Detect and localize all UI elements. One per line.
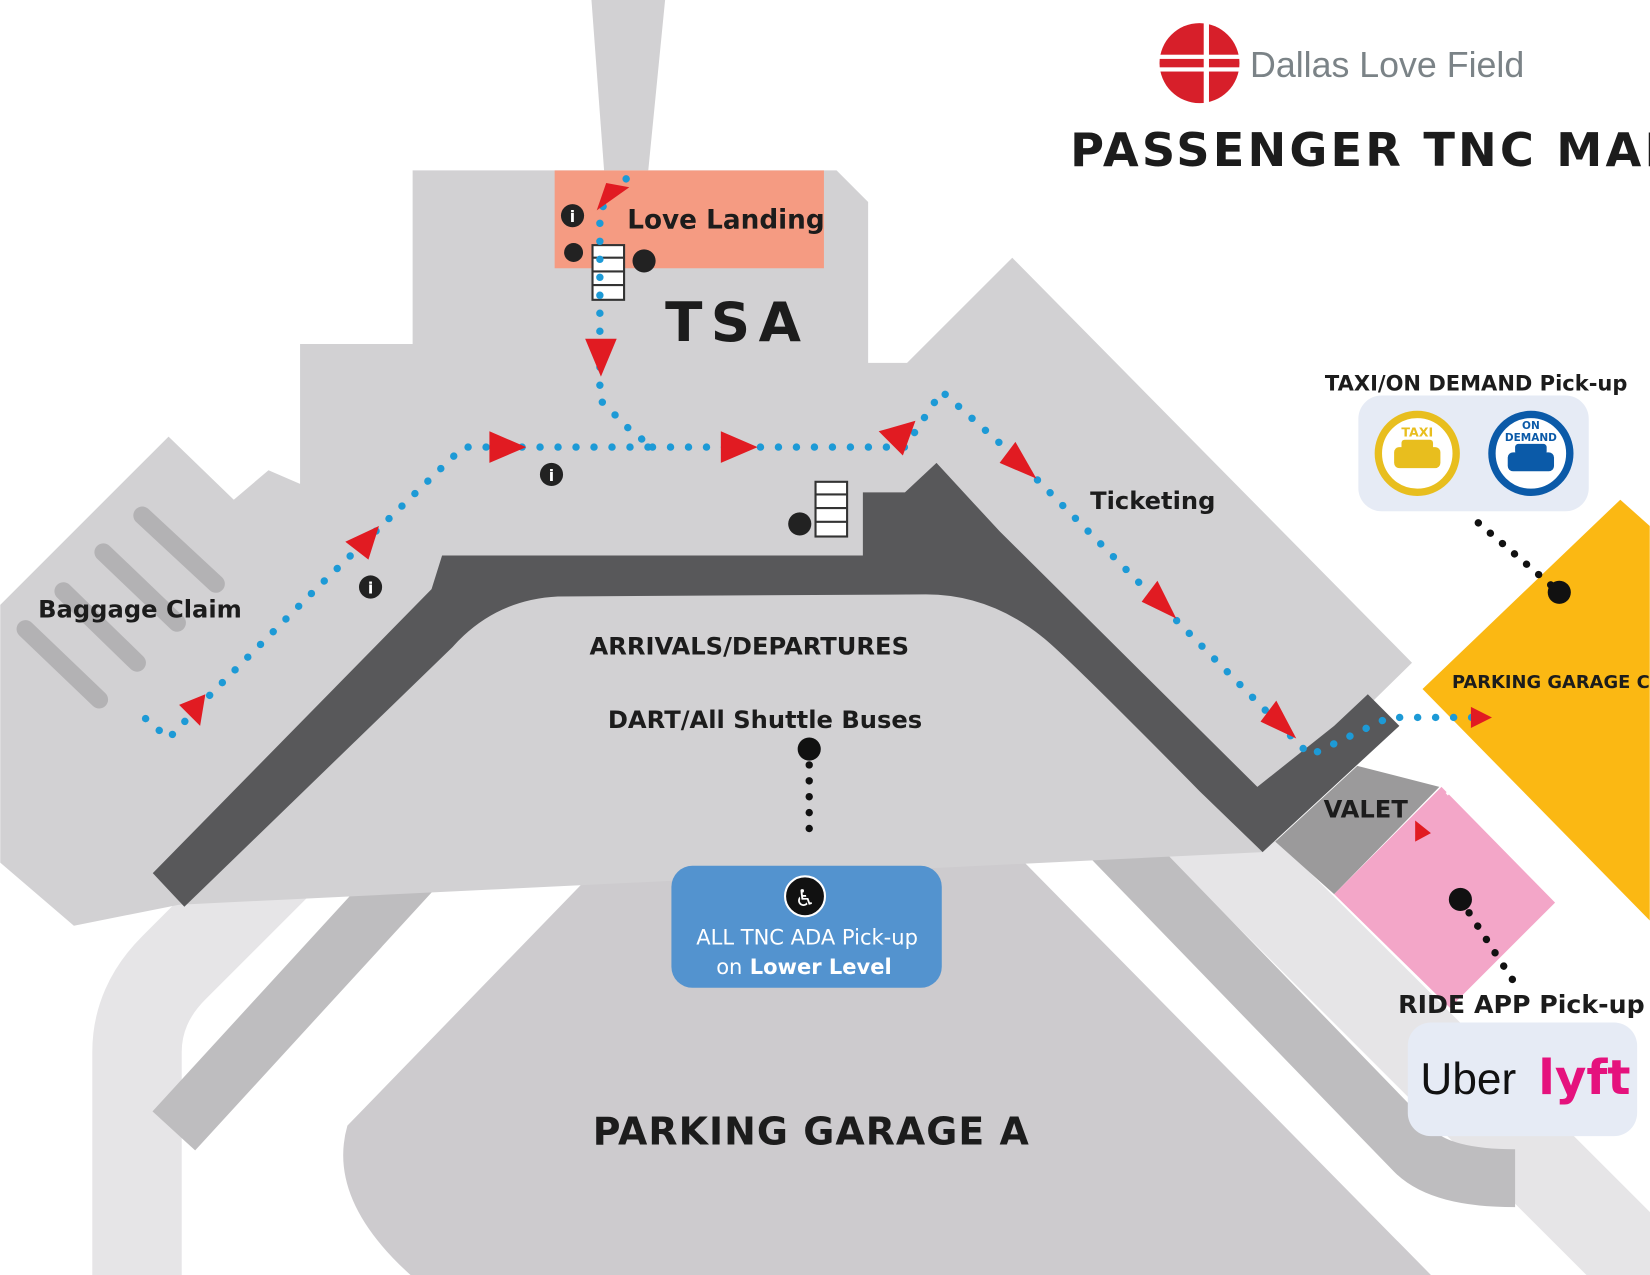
ada-line1: ALL TNC ADA Pick-up bbox=[696, 925, 918, 950]
logo-text: Dallas Love Field bbox=[1250, 45, 1524, 85]
parking-garage-a bbox=[343, 753, 1431, 1275]
escalator-symbol-icon bbox=[788, 512, 812, 536]
dart-stop-marker bbox=[797, 737, 821, 761]
wheelchair-icon bbox=[783, 875, 827, 918]
ride-app-box bbox=[1407, 1022, 1638, 1137]
svg-text:on Lower Level: on Lower Level bbox=[716, 954, 892, 979]
svg-text:DEMAND: DEMAND bbox=[1505, 432, 1557, 444]
svg-text:i: i bbox=[570, 207, 575, 226]
taxi-title: TAXI/ON DEMAND Pick-up bbox=[1325, 370, 1628, 395]
direction-arrows bbox=[179, 183, 1492, 842]
taxi-connector bbox=[1474, 519, 1563, 596]
crosswalk bbox=[1393, 726, 1464, 796]
ride-app-zone bbox=[1334, 786, 1556, 1008]
escalator-symbol-icon bbox=[632, 249, 656, 273]
ada-line2-prefix: on bbox=[716, 954, 742, 979]
arrivals-departures-label: ARRIVALS/DEPARTURES bbox=[589, 632, 909, 660]
escalator-icon bbox=[591, 244, 849, 538]
ada-pickup-box: ♿ ALL TNC ADA Pick-up on Lower Level bbox=[671, 865, 942, 988]
svg-text:TAXI: TAXI bbox=[1401, 425, 1433, 440]
info-icon: i i i bbox=[358, 204, 585, 599]
baggage-claim-label: Baggage Claim bbox=[38, 596, 242, 624]
ada-line2-bold: Lower Level bbox=[750, 954, 892, 979]
parking-garage-c-area bbox=[1422, 499, 1650, 921]
ride-app-connector bbox=[1456, 895, 1519, 988]
uber-logo: Uber bbox=[1420, 1055, 1516, 1104]
on-demand-icon: ON DEMAND bbox=[1488, 410, 1574, 497]
lyft-logo: lyft bbox=[1538, 1050, 1630, 1106]
ride-app-stop-marker bbox=[1448, 887, 1472, 912]
ticketing-label: Ticketing bbox=[1090, 487, 1215, 515]
restroom-icon bbox=[564, 243, 584, 262]
love-landing-label: Love Landing bbox=[627, 205, 824, 235]
svg-text:i: i bbox=[368, 578, 373, 597]
terminal-building bbox=[0, 170, 1413, 926]
svg-text:ON: ON bbox=[1522, 420, 1540, 432]
svg-text:♿: ♿ bbox=[795, 886, 816, 912]
ride-app-title: RIDE APP Pick-up bbox=[1398, 990, 1644, 1019]
valet-label: VALET bbox=[1324, 795, 1409, 823]
svg-text:i: i bbox=[549, 466, 554, 485]
dallas-love-field-logo: Dallas Love Field bbox=[1157, 21, 1524, 106]
valet-area bbox=[1275, 765, 1440, 895]
taxi-icon: TAXI bbox=[1374, 410, 1460, 497]
dart-shuttle-label: DART/All Shuttle Buses bbox=[608, 706, 922, 734]
parking-garage-c-label: PARKING GARAGE C bbox=[1452, 672, 1650, 693]
tsa-label: TSA bbox=[665, 290, 809, 354]
parking-garage-a-label: PARKING GARAGE A bbox=[593, 1110, 1030, 1154]
page-title: PASSENGER TNC MAP bbox=[1070, 123, 1650, 177]
baggage-carousels bbox=[16, 506, 225, 709]
pier bbox=[591, 0, 666, 171]
curb-zone bbox=[152, 462, 1400, 907]
taxi-stop-marker bbox=[1547, 580, 1571, 604]
